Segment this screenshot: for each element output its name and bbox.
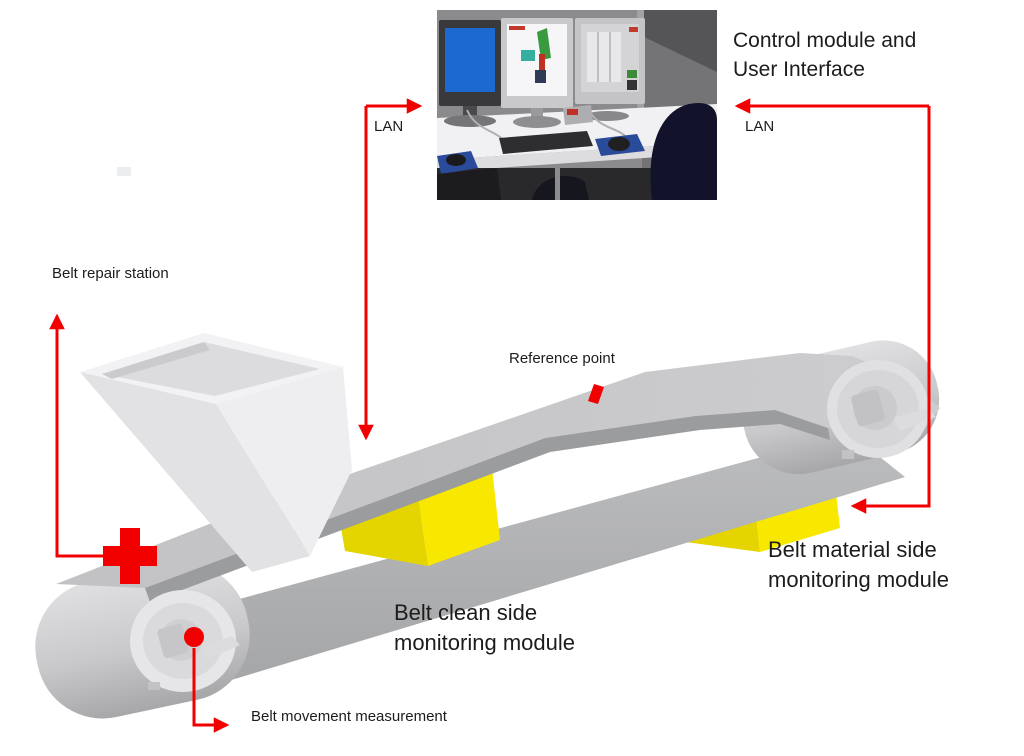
monitor-left-screen	[445, 28, 495, 92]
monitor-middle-screen	[507, 24, 567, 96]
clean-wedge-slope-face	[341, 494, 428, 566]
screen-window	[587, 32, 621, 82]
mouse-right	[608, 137, 630, 151]
belt-clean-line1: Belt clean side	[394, 600, 538, 625]
reference-point-marker	[588, 384, 604, 404]
conveyor-belt-illustration	[35, 333, 940, 719]
screen-model-base	[535, 70, 546, 83]
head-pulley-foot	[842, 450, 854, 459]
screen-panel-dark	[627, 80, 637, 90]
belt-repair-station-label: Belt repair station	[52, 265, 169, 282]
screen-window-line	[597, 32, 599, 82]
chair-center	[532, 176, 589, 200]
hopper	[80, 333, 352, 572]
faint-artifact	[117, 167, 131, 176]
repair-station-arrow	[49, 313, 106, 558]
chair-pole	[555, 168, 560, 200]
tail-pulley-bracket	[200, 636, 240, 659]
head-pulley-axle	[851, 389, 885, 427]
lan-right-label: LAN	[745, 118, 775, 135]
keyboard	[499, 131, 593, 154]
screen-window-line2	[609, 32, 611, 82]
monitor-left-base	[444, 115, 496, 127]
screen-logo-red	[629, 27, 638, 32]
desk-device-red	[567, 109, 578, 115]
photo-wall-corner	[642, 10, 717, 72]
mouse-left	[446, 154, 466, 166]
repair-cross-icon	[103, 528, 157, 584]
monitor-left-stand	[463, 106, 477, 118]
control-module-line2: User Interface	[733, 58, 865, 81]
control-module-line1: Control module and	[733, 29, 917, 52]
screen-model-arm	[537, 28, 551, 60]
belt-material-line2: monitoring module	[768, 567, 949, 592]
desk-front	[437, 142, 717, 172]
monitor-middle-base	[513, 116, 561, 128]
belt-material-line1: Belt material side	[768, 537, 937, 562]
chair-left-dark	[437, 168, 501, 200]
annotations	[49, 98, 931, 733]
control-room-photo	[437, 10, 717, 200]
monitor-right	[575, 18, 645, 121]
screen-text-marks	[509, 26, 525, 30]
movement-measure-arrow	[192, 648, 230, 733]
belt-material-side-label: Belt material side monitoring module	[768, 535, 949, 595]
chair-right	[650, 102, 717, 200]
belt-clean-line2: monitoring module	[394, 630, 575, 655]
hopper-right-face	[216, 367, 352, 556]
hopper-left-face	[80, 372, 310, 572]
hopper-inner-wall	[102, 342, 210, 379]
belt-clean-side-label: Belt clean side monitoring module	[394, 598, 575, 658]
screen-button-green	[627, 70, 637, 78]
movement-point-dot	[184, 627, 204, 647]
hopper-cavity	[102, 342, 320, 396]
reference-point-label: Reference point	[509, 350, 615, 367]
head-pulley-bracket	[893, 408, 936, 431]
monitor-left	[439, 20, 501, 127]
monitor-middle	[501, 18, 573, 128]
screen-model-red	[539, 54, 545, 70]
tail-pulley-foot	[148, 682, 160, 690]
control-module-label: Control module and User Interface	[733, 26, 916, 84]
lan-right-arrow-to-module	[850, 106, 931, 514]
lan-left-label: LAN	[374, 118, 404, 135]
tail-pulley-axle	[157, 624, 189, 658]
belt-movement-label: Belt movement measurement	[251, 708, 447, 725]
head-pulley-end	[827, 360, 936, 459]
return-belt-strand	[155, 433, 905, 703]
screen-model-tool	[521, 50, 535, 61]
